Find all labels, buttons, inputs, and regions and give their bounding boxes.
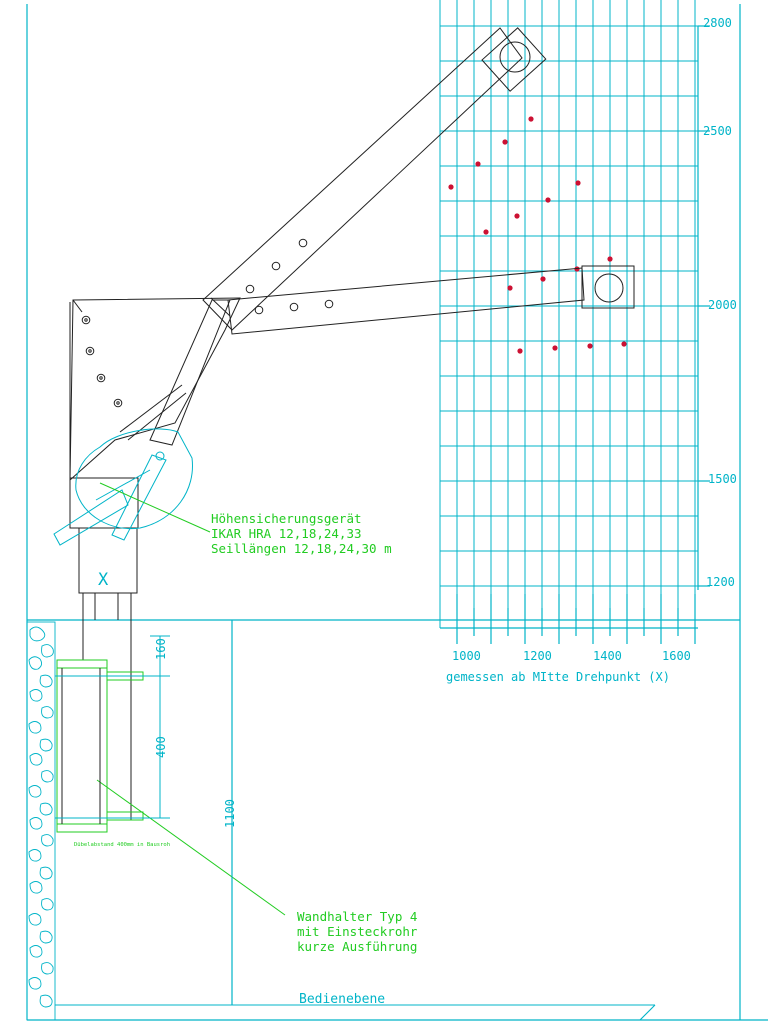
x-label-1400: 1400 — [593, 649, 622, 663]
dim-1100: 1100 — [223, 799, 237, 828]
y-label-2500: 2500 — [703, 124, 732, 138]
x-label-1200: 1200 — [523, 649, 552, 663]
x-label-1600: 1600 — [662, 649, 691, 663]
lower-arm — [227, 267, 585, 335]
drill-note: Dübelabstand 400mm in Bausroh — [74, 842, 170, 848]
wall-bracket — [56, 482, 286, 916]
wall-label-line2: mit Einsteckrohr — [297, 924, 418, 939]
bracket-detail — [61, 668, 101, 824]
x-axis — [440, 594, 698, 644]
floor — [55, 1004, 656, 1021]
dim-160: 160 — [154, 638, 168, 660]
masonry-wall — [26, 621, 56, 1021]
lower-arm-end-hole — [594, 273, 624, 303]
davit-mechanism — [69, 27, 635, 820]
y-label-1200: 1200 — [706, 575, 735, 589]
wall-label-line1: Wandhalter Typ 4 — [297, 909, 417, 924]
upper-arm-end-hole — [499, 41, 531, 73]
hra-label-line1: Höhensicherungsgerät — [211, 511, 362, 526]
pivot-mark: X — [98, 570, 109, 590]
hra-label-line2: IKAR HRA 12,18,24,33 — [211, 526, 362, 541]
x-axis-caption: gemessen ab MItte Drehpunkt (X) — [446, 670, 670, 684]
hra-label-line3: Seillängen 12,18,24,30 m — [211, 541, 392, 556]
floor-label: Bedienebene — [299, 992, 385, 1007]
pivot-box — [78, 527, 138, 594]
lower-arm-end-block — [581, 265, 635, 309]
mounting-plate — [69, 297, 241, 482]
y-axis — [697, 25, 710, 590]
fall-arrest-device — [53, 428, 193, 546]
upper-arm-end-block — [481, 27, 547, 92]
x-label-1000: 1000 — [452, 649, 481, 663]
dimension-lines — [55, 620, 233, 1005]
y-label-1500: 1500 — [708, 472, 737, 486]
wall-label-line3: kurze Ausführung — [297, 939, 417, 954]
support-strut — [149, 299, 231, 446]
y-label-2000: 2000 — [708, 298, 737, 312]
measurement-grid — [439, 0, 698, 628]
measured-points — [448, 116, 627, 354]
y-label-2800: 2800 — [703, 16, 732, 30]
dim-400: 400 — [154, 736, 168, 758]
